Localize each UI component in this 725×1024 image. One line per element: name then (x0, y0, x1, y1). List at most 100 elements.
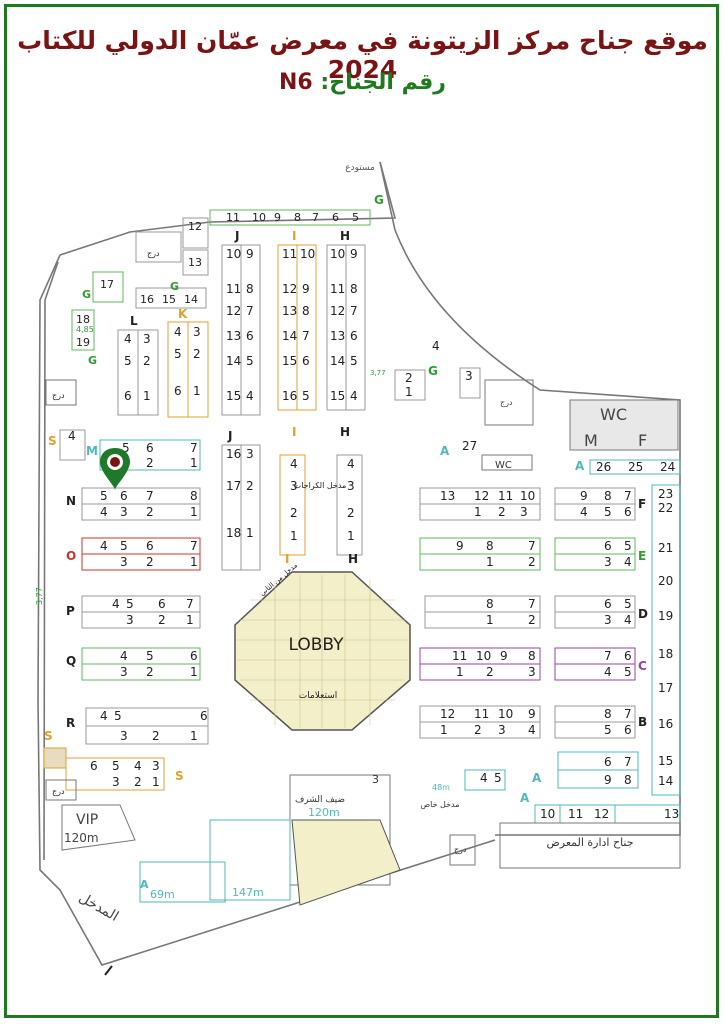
svg-text:VIP: VIP (76, 812, 98, 828)
svg-text:15: 15 (162, 293, 176, 306)
svg-text:4: 4 (350, 389, 358, 403)
svg-text:2: 2 (405, 371, 413, 385)
svg-text:6: 6 (624, 649, 632, 663)
svg-text:A: A (575, 459, 585, 473)
svg-text:2: 2 (152, 729, 160, 743)
svg-text:3: 3 (604, 613, 612, 627)
svg-text:7: 7 (624, 707, 632, 721)
svg-text:12: 12 (594, 807, 609, 821)
svg-text:14: 14 (184, 293, 198, 306)
svg-text:S: S (175, 769, 184, 783)
svg-text:3: 3 (120, 555, 128, 569)
svg-text:1: 1 (190, 665, 198, 679)
svg-text:5: 5 (114, 709, 122, 723)
svg-text:درج: درج (52, 787, 65, 796)
svg-text:1: 1 (186, 613, 194, 627)
booth-number-label: رقم الجناح: (320, 70, 446, 95)
svg-text:7: 7 (350, 304, 358, 318)
svg-text:1: 1 (246, 526, 254, 540)
svg-text:8: 8 (486, 597, 494, 611)
svg-text:9: 9 (500, 649, 508, 663)
svg-text:7: 7 (528, 597, 536, 611)
svg-text:12: 12 (440, 707, 455, 721)
svg-text:3: 3 (520, 505, 528, 519)
svg-text:5: 5 (604, 723, 612, 737)
svg-text:11: 11 (452, 649, 467, 663)
svg-text:5: 5 (100, 489, 108, 503)
svg-text:8: 8 (190, 489, 198, 503)
wc-block: WC M F درج WC (481, 379, 679, 471)
svg-text:5: 5 (350, 354, 358, 368)
svg-text:27: 27 (462, 439, 477, 453)
svg-text:11: 11 (226, 211, 240, 224)
svg-text:9: 9 (604, 773, 612, 787)
entrance-area: المدخل (76, 890, 121, 976)
svg-text:3: 3 (120, 665, 128, 679)
svg-text:4: 4 (432, 339, 440, 353)
svg-text:8: 8 (302, 304, 310, 318)
svg-text:2: 2 (193, 347, 201, 361)
svg-text:D: D (638, 607, 648, 621)
svg-text:درج: درج (500, 398, 513, 407)
svg-text:17: 17 (226, 479, 241, 493)
svg-text:4: 4 (100, 539, 108, 553)
svg-text:J: J (234, 229, 239, 243)
svg-text:3: 3 (120, 729, 128, 743)
svg-text:15: 15 (226, 389, 241, 403)
svg-text:4: 4 (480, 771, 488, 785)
svg-text:2: 2 (146, 665, 154, 679)
svg-text:8: 8 (604, 707, 612, 721)
svg-text:3: 3 (347, 479, 355, 493)
svg-text:8: 8 (246, 282, 254, 296)
svg-text:I: I (292, 229, 296, 243)
svg-text:6: 6 (200, 709, 208, 723)
svg-text:1: 1 (190, 505, 198, 519)
svg-text:1: 1 (190, 555, 198, 569)
svg-text:9: 9 (456, 539, 464, 553)
svg-text:B: B (638, 715, 647, 729)
svg-text:9: 9 (528, 707, 536, 721)
svg-text:1: 1 (190, 729, 198, 743)
svg-text:6: 6 (146, 441, 154, 455)
svg-text:5: 5 (494, 771, 502, 785)
svg-text:5: 5 (124, 354, 132, 368)
booth-location-marker[interactable] (100, 448, 130, 490)
svg-text:15: 15 (282, 354, 297, 368)
svg-text:2: 2 (498, 505, 506, 519)
svg-text:3: 3 (465, 369, 473, 383)
svg-text:A: A (532, 771, 542, 785)
svg-text:5: 5 (146, 649, 154, 663)
svg-text:6: 6 (146, 539, 154, 553)
page-frame (4, 4, 719, 1018)
svg-text:2: 2 (347, 506, 355, 520)
svg-text:7: 7 (246, 304, 254, 318)
svg-text:16: 16 (140, 293, 154, 306)
svg-text:10: 10 (498, 707, 513, 721)
svg-text:2: 2 (528, 613, 536, 627)
svg-text:1: 1 (143, 389, 151, 403)
svg-text:G: G (170, 280, 179, 293)
svg-text:69m: 69m (150, 888, 175, 901)
svg-text:8: 8 (350, 282, 358, 296)
svg-text:J: J (227, 429, 232, 443)
svg-text:11: 11 (282, 247, 297, 261)
svg-text:5: 5 (126, 597, 134, 611)
svg-text:7: 7 (528, 539, 536, 553)
svg-text:1: 1 (405, 385, 413, 399)
svg-text:13: 13 (330, 329, 345, 343)
svg-text:6: 6 (190, 649, 198, 663)
svg-text:1: 1 (347, 529, 355, 543)
svg-text:7: 7 (624, 755, 632, 769)
svg-text:1: 1 (486, 555, 494, 569)
svg-text:WC: WC (495, 460, 512, 471)
svg-text:6: 6 (90, 759, 98, 773)
svg-text:16: 16 (658, 717, 673, 731)
svg-text:7: 7 (190, 539, 198, 553)
